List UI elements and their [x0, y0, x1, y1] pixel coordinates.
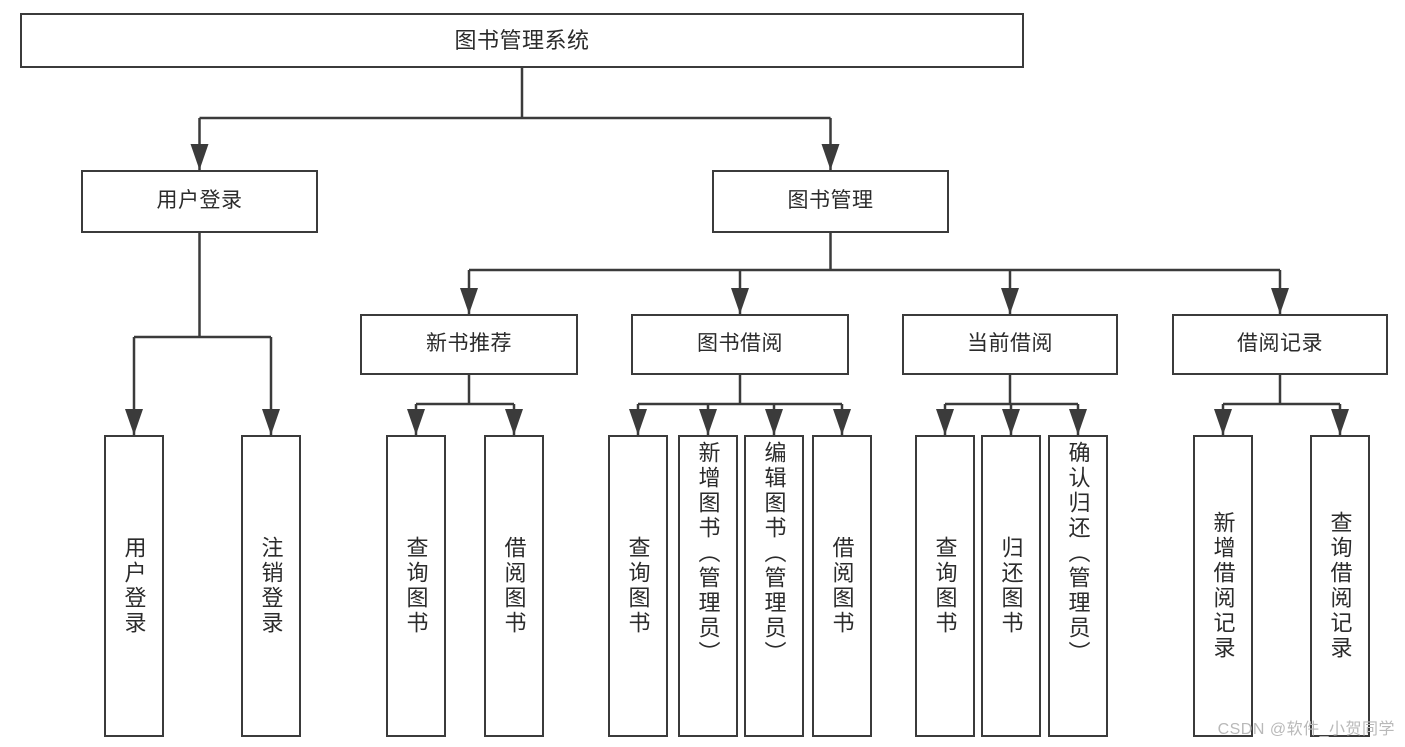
node-label: 图书管理系统: [454, 27, 590, 53]
node-book-manage[interactable]: 图书管理: [712, 170, 949, 233]
node-label: 注销登录: [258, 536, 284, 636]
node-leaf-user-login[interactable]: 用户登录: [104, 435, 164, 737]
node-label: 查询图书: [625, 536, 651, 636]
node-label: 借阅图书: [829, 536, 855, 636]
arrowhead: [460, 288, 478, 314]
node-label: 当前借阅: [967, 332, 1053, 356]
node-book-borrow[interactable]: 图书借阅: [631, 314, 849, 375]
node-leaf-query-book-1[interactable]: 查询图书: [386, 435, 446, 737]
arrowhead: [765, 409, 783, 435]
node-leaf-edit-book[interactable]: 编辑图书（管理员）: [744, 435, 804, 737]
node-leaf-return-book[interactable]: 归还图书: [981, 435, 1041, 737]
node-leaf-add-book[interactable]: 新增图书（管理员）: [678, 435, 738, 737]
node-label: 图书借阅: [697, 332, 783, 356]
node-label: 确认归还（管理员）: [1065, 441, 1091, 666]
arrowhead: [731, 288, 749, 314]
node-user-login[interactable]: 用户登录: [81, 170, 318, 233]
node-label: 新书推荐: [426, 332, 512, 356]
arrowhead: [407, 409, 425, 435]
node-label: 新增借阅记录: [1210, 511, 1236, 661]
node-leaf-query-book-3[interactable]: 查询图书: [915, 435, 975, 737]
node-new-book-rec[interactable]: 新书推荐: [360, 314, 578, 375]
node-label: 编辑图书（管理员）: [761, 441, 787, 666]
arrowhead: [262, 409, 280, 435]
arrowhead: [505, 409, 523, 435]
arrowhead: [1069, 409, 1087, 435]
arrowhead: [821, 144, 840, 170]
node-leaf-confirm-return[interactable]: 确认归还（管理员）: [1048, 435, 1108, 737]
arrowhead: [699, 409, 717, 435]
node-leaf-user-logout[interactable]: 注销登录: [241, 435, 301, 737]
node-label: 查询图书: [403, 536, 429, 636]
node-label: 借阅图书: [501, 536, 527, 636]
node-leaf-query-book-2[interactable]: 查询图书: [608, 435, 668, 737]
node-borrow-record[interactable]: 借阅记录: [1172, 314, 1388, 375]
arrowhead: [1001, 288, 1019, 314]
node-leaf-query-record[interactable]: 查询借阅记录: [1310, 435, 1370, 737]
node-leaf-add-record[interactable]: 新增借阅记录: [1193, 435, 1253, 737]
arrowhead: [1214, 409, 1232, 435]
arrowhead: [1331, 409, 1349, 435]
node-label: 查询借阅记录: [1327, 511, 1353, 661]
node-leaf-borrow-book-1[interactable]: 借阅图书: [484, 435, 544, 737]
node-label: 借阅记录: [1237, 332, 1323, 356]
node-label: 新增图书（管理员）: [695, 441, 721, 666]
arrowhead: [629, 409, 647, 435]
arrowhead: [1002, 409, 1020, 435]
node-label: 图书管理: [787, 189, 874, 213]
node-current-borrow[interactable]: 当前借阅: [902, 314, 1118, 375]
arrowhead: [190, 144, 209, 170]
arrowhead: [936, 409, 954, 435]
node-label: 归还图书: [998, 536, 1024, 636]
node-leaf-borrow-book-2[interactable]: 借阅图书: [812, 435, 872, 737]
arrowhead: [833, 409, 851, 435]
arrowhead: [125, 409, 143, 435]
node-label: 查询图书: [932, 536, 958, 636]
node-root[interactable]: 图书管理系统: [20, 13, 1024, 68]
node-label: 用户登录: [156, 189, 243, 213]
node-label: 用户登录: [121, 536, 147, 636]
arrowhead: [1271, 288, 1289, 314]
